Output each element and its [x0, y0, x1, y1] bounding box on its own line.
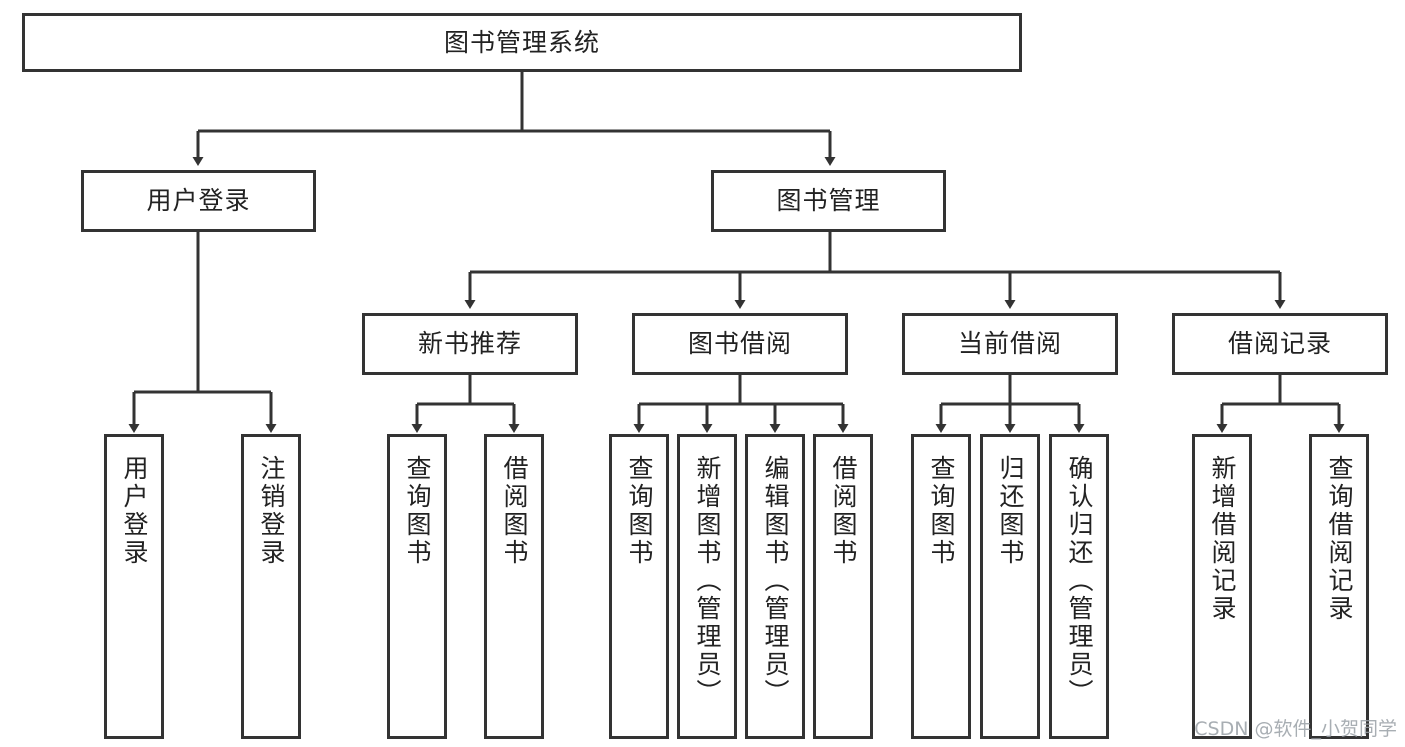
node-label: 查询借阅记录 — [1325, 455, 1354, 623]
node-label: 当前借阅 — [957, 329, 1062, 359]
leaf-current-borrow-query-book[interactable]: 查询图书 — [911, 434, 971, 739]
leaf-current-borrow-confirm-return[interactable]: 确认归还（管理员） — [1049, 434, 1109, 739]
leaf-current-borrow-return-book[interactable]: 归还图书 — [980, 434, 1040, 739]
node-new-book-recommend[interactable]: 新书推荐 — [362, 313, 578, 375]
leaf-new-book-borrow-book[interactable]: 借阅图书 — [484, 434, 544, 739]
node-label: 借阅记录 — [1227, 329, 1332, 359]
leaf-user-login-login[interactable]: 用户登录 — [104, 434, 164, 739]
leaf-book-borrow-add-book[interactable]: 新增图书（管理员） — [677, 434, 737, 739]
node-label: 图书管理系统 — [443, 27, 600, 57]
node-label: 归还图书 — [996, 455, 1025, 567]
node-borrow-record[interactable]: 借阅记录 — [1172, 313, 1388, 375]
node-label: 用户登录 — [120, 455, 149, 567]
node-label: 借阅图书 — [829, 455, 858, 567]
node-label: 注销登录 — [257, 455, 286, 567]
node-label: 查询图书 — [625, 455, 654, 567]
node-label: 新书推荐 — [417, 329, 522, 359]
node-user-login[interactable]: 用户登录 — [81, 170, 316, 232]
node-label: 借阅图书 — [500, 455, 529, 567]
node-label: 查询图书 — [403, 455, 432, 567]
node-current-borrow[interactable]: 当前借阅 — [902, 313, 1118, 375]
node-root-system[interactable]: 图书管理系统 — [22, 13, 1022, 72]
watermark: CSDN @软件_小贺同学 — [1194, 718, 1397, 740]
node-label: 确认归还（管理员） — [1065, 455, 1094, 707]
leaf-book-borrow-query-book[interactable]: 查询图书 — [609, 434, 669, 739]
leaf-new-book-query-book[interactable]: 查询图书 — [387, 434, 447, 739]
leaf-borrow-record-query-record[interactable]: 查询借阅记录 — [1309, 434, 1369, 739]
node-label: 新增图书（管理员） — [693, 455, 722, 707]
node-label: 图书借阅 — [687, 329, 792, 359]
node-label: 新增借阅记录 — [1208, 455, 1237, 623]
leaf-book-borrow-edit-book[interactable]: 编辑图书（管理员） — [745, 434, 805, 739]
node-book-borrow[interactable]: 图书借阅 — [632, 313, 848, 375]
node-label: 编辑图书（管理员） — [761, 455, 790, 707]
node-book-management[interactable]: 图书管理 — [711, 170, 946, 232]
node-label: 查询图书 — [927, 455, 956, 567]
leaf-user-login-logout[interactable]: 注销登录 — [241, 434, 301, 739]
node-label: 图书管理 — [776, 186, 881, 216]
node-label: 用户登录 — [146, 186, 251, 216]
leaf-book-borrow-borrow-book[interactable]: 借阅图书 — [813, 434, 873, 739]
leaf-borrow-record-add-record[interactable]: 新增借阅记录 — [1192, 434, 1252, 739]
